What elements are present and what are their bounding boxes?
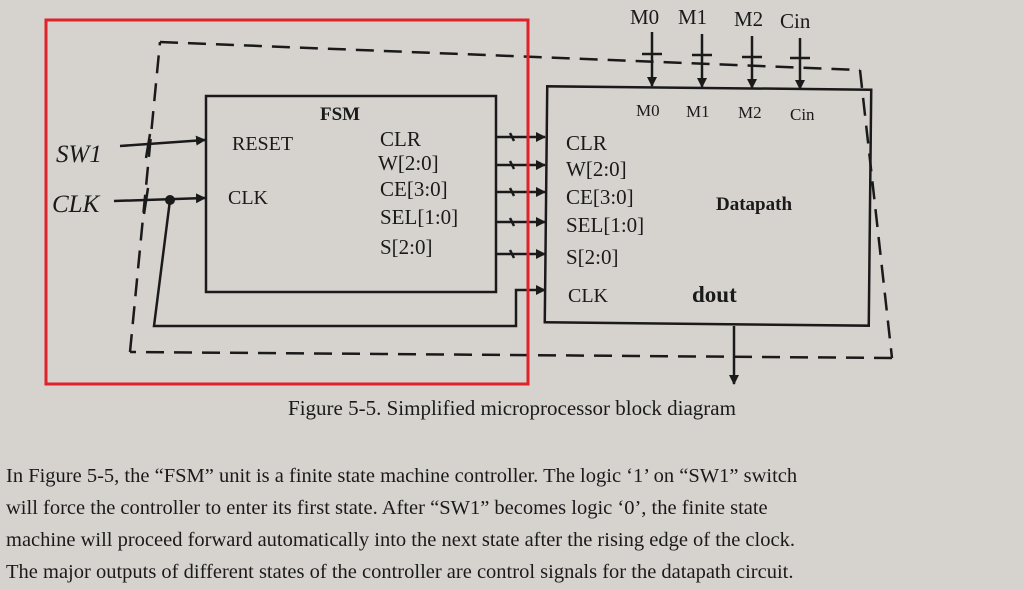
fsm-input-clk: CLK [228, 187, 269, 209]
datapath-input-m2: M2 [738, 103, 762, 122]
input-wires [113, 133, 546, 328]
body-paragraph: In Figure 5-5, the “FSM” unit is a finit… [6, 460, 1022, 588]
paragraph-line: machine will proceed forward automatical… [6, 529, 795, 551]
fsm-input-reset: RESET [232, 133, 293, 155]
fsm-output-clr: CLR [380, 127, 421, 151]
fsm-title: FSM [320, 104, 360, 125]
datapath-port-w: W[2:0] [566, 157, 627, 181]
highlight-box [44, 18, 530, 386]
fsm-output-s: S[2:0] [380, 235, 433, 259]
datapath-port-clr: CLR [566, 131, 607, 155]
top-input-cin: Cin [780, 9, 811, 33]
datapath-port-ce: CE[3:0] [566, 185, 634, 209]
datapath-block [543, 85, 873, 327]
datapath-input-cin: Cin [790, 105, 815, 124]
external-input-sw1: SW1 [56, 141, 102, 168]
datapath-port-s: S[2:0] [566, 245, 619, 269]
top-input-m2: M2 [734, 7, 763, 31]
paragraph-line: will force the controller to enter its f… [6, 497, 768, 519]
fsm-output-ce: CE[3:0] [380, 177, 448, 201]
datapath-input-m0: M0 [636, 101, 660, 120]
clock-junction-dot [165, 195, 175, 205]
figure-caption: Figure 5-5. Simplified microprocessor bl… [288, 396, 736, 420]
fsm-output-w: W[2:0] [378, 151, 439, 175]
system-boundary [128, 40, 894, 360]
paragraph-line: The major outputs of different states of… [6, 561, 794, 583]
top-input-m1: M1 [678, 5, 707, 29]
datapath-port-clk: CLK [568, 285, 609, 307]
datapath-port-sel: SEL[1:0] [566, 213, 644, 237]
fsm-block [204, 94, 498, 294]
paragraph-line: In Figure 5-5, the “FSM” unit is a finit… [6, 465, 798, 487]
fsm-output-sel: SEL[1:0] [380, 205, 458, 229]
top-input-arrows [642, 32, 810, 90]
external-input-clk: CLK [52, 191, 101, 218]
datapath-input-m1: M1 [686, 102, 710, 121]
top-input-m0: M0 [630, 5, 659, 29]
control-bus-wires [496, 132, 546, 259]
datapath-title: Datapath [716, 194, 792, 215]
datapath-output-label: dout [692, 282, 737, 307]
